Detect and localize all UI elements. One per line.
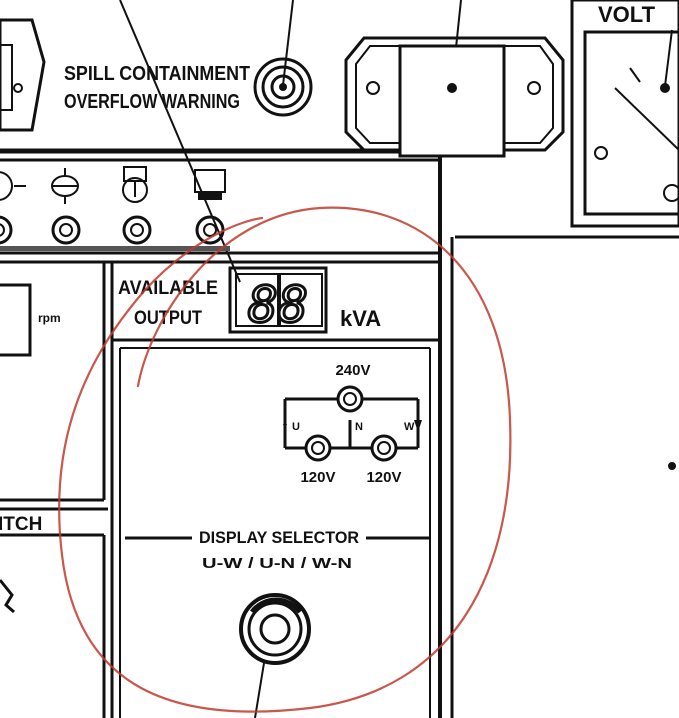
leader-line-volt [664,29,673,87]
indicator-lamp-icon [0,215,225,245]
spill-warning-line1: SPILL CONTAINMENT [64,63,250,85]
switch-label-fragment: ITCH [0,514,42,535]
breaker-switch[interactable] [0,44,13,111]
kva-digits: 88 [248,276,308,334]
leader-line-warning-lamp [282,0,294,86]
breaker-housing [0,18,46,132]
kva-unit: kVA [340,306,381,331]
voltmeter: VOLT [570,0,679,228]
battery-icon [194,169,226,200]
rpm-meter [0,283,32,357]
kva-segment-display: 88 [228,266,328,336]
available-output-line2: OUTPUT [134,308,202,329]
warning-lamp-icon [0,171,26,201]
voltage-240-label: 240V [335,362,370,379]
display-selector-options: U-W / U-N / W-N [202,555,352,572]
right-panel-screw [668,462,676,470]
annotation-circle [58,206,512,713]
voltage-wiring-diagram: 240V U N W 120V 120V [283,362,422,486]
oil-icon [51,168,79,204]
volt-label: VOLT [598,2,656,27]
phase-right-label: W [404,421,415,433]
power-outlet[interactable] [344,36,565,158]
rpm-unit: rpm [38,311,61,325]
indicator-caption-strip [0,246,230,251]
overflow-warning-lamp [253,57,313,117]
phase-left-label: U [292,421,300,433]
spill-warning-line2: OVERFLOW WARNING [64,91,240,113]
switch-lever-fragment[interactable] [0,579,15,614]
rotary-knob-icon[interactable] [239,593,311,665]
voltage-120-right-label: 120V [366,469,401,486]
display-selector-label: DISPLAY SELECTOR [199,528,359,547]
breaker-screw [13,83,23,93]
neutral-label: N [355,421,363,433]
voltage-120-left-label: 120V [300,469,335,486]
leader-line-display [119,0,241,283]
water-temp-icon [122,166,148,203]
voltmeter-needle [614,87,679,151]
available-output-line1: AVAILABLE [118,278,218,299]
leader-line-selector [254,662,265,718]
